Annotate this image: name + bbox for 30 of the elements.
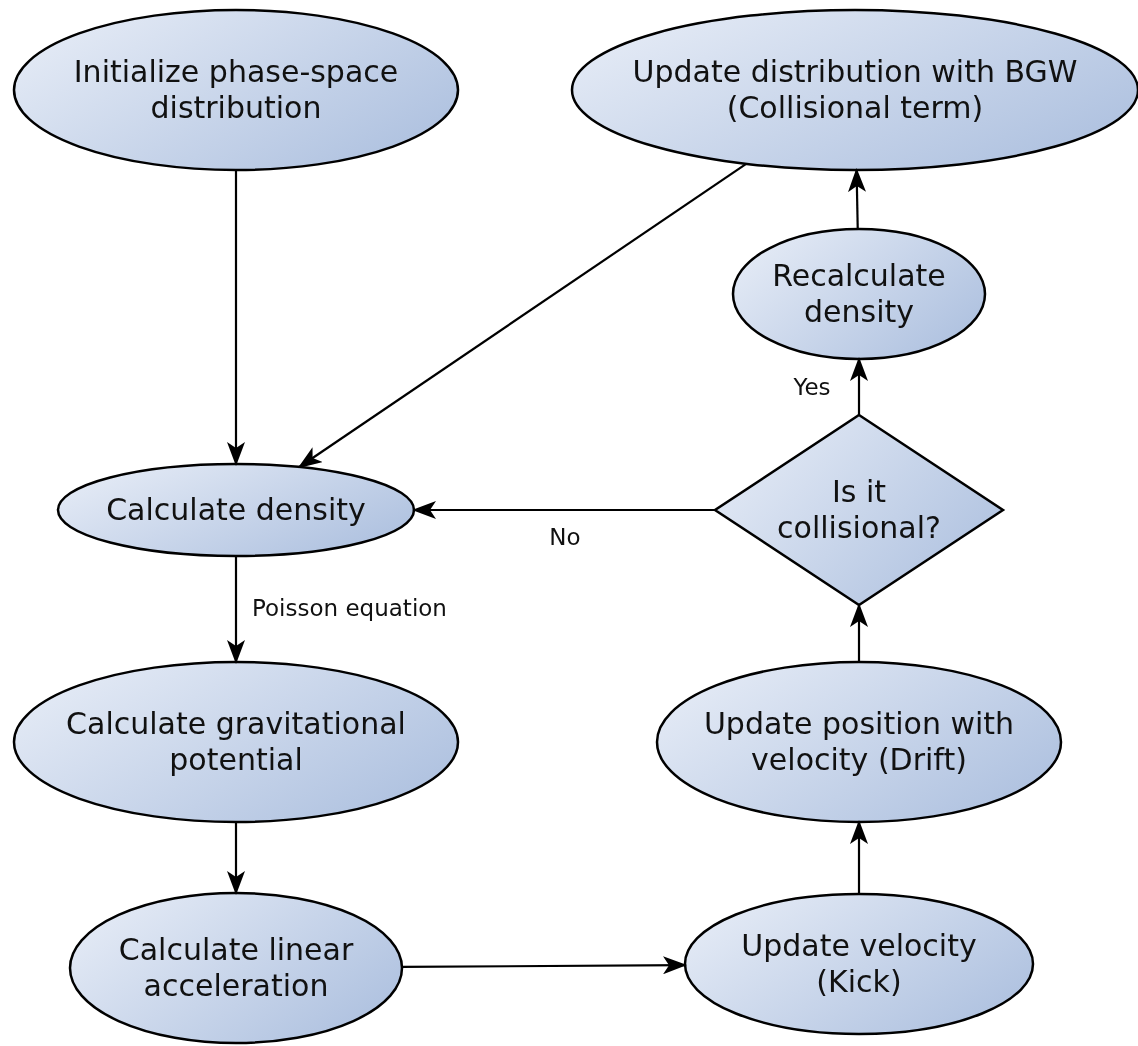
node-text: Calculate density (106, 492, 366, 528)
process-ellipse (58, 464, 414, 556)
arrow (850, 603, 868, 662)
node-text: Calculate gravitational potential (65, 706, 407, 778)
arrow (850, 357, 868, 415)
process-ellipse (70, 893, 402, 1043)
edge-label: No (549, 524, 581, 550)
arrow (848, 168, 866, 230)
process-ellipse (657, 662, 1061, 822)
arrow (850, 820, 868, 894)
node-text: Initialize phase-space distribution (72, 54, 400, 126)
process-ellipse (733, 229, 985, 359)
edge-label: Poisson equation (252, 595, 447, 621)
process-ellipse (14, 662, 458, 822)
node-text: Update velocity (Kick) (740, 928, 978, 1000)
node-text: Update position with velocity (Drift) (702, 706, 1016, 778)
arrow (297, 162, 747, 469)
node-text: Recalculate density (771, 258, 947, 330)
node-text: Is it collisional? (776, 474, 942, 546)
arrow (401, 956, 687, 975)
arrow (227, 822, 245, 895)
process-ellipse (685, 894, 1033, 1034)
arrow (227, 556, 245, 664)
process-ellipse (14, 10, 458, 170)
arrow (412, 501, 715, 519)
edge-label: Yes (793, 374, 831, 400)
node-text: Update distribution with BGW (Collisional term) (631, 54, 1079, 126)
arrow (227, 170, 245, 466)
node-text: Calculate linear acceleration (117, 932, 355, 1004)
decision-diamond (715, 415, 1003, 605)
